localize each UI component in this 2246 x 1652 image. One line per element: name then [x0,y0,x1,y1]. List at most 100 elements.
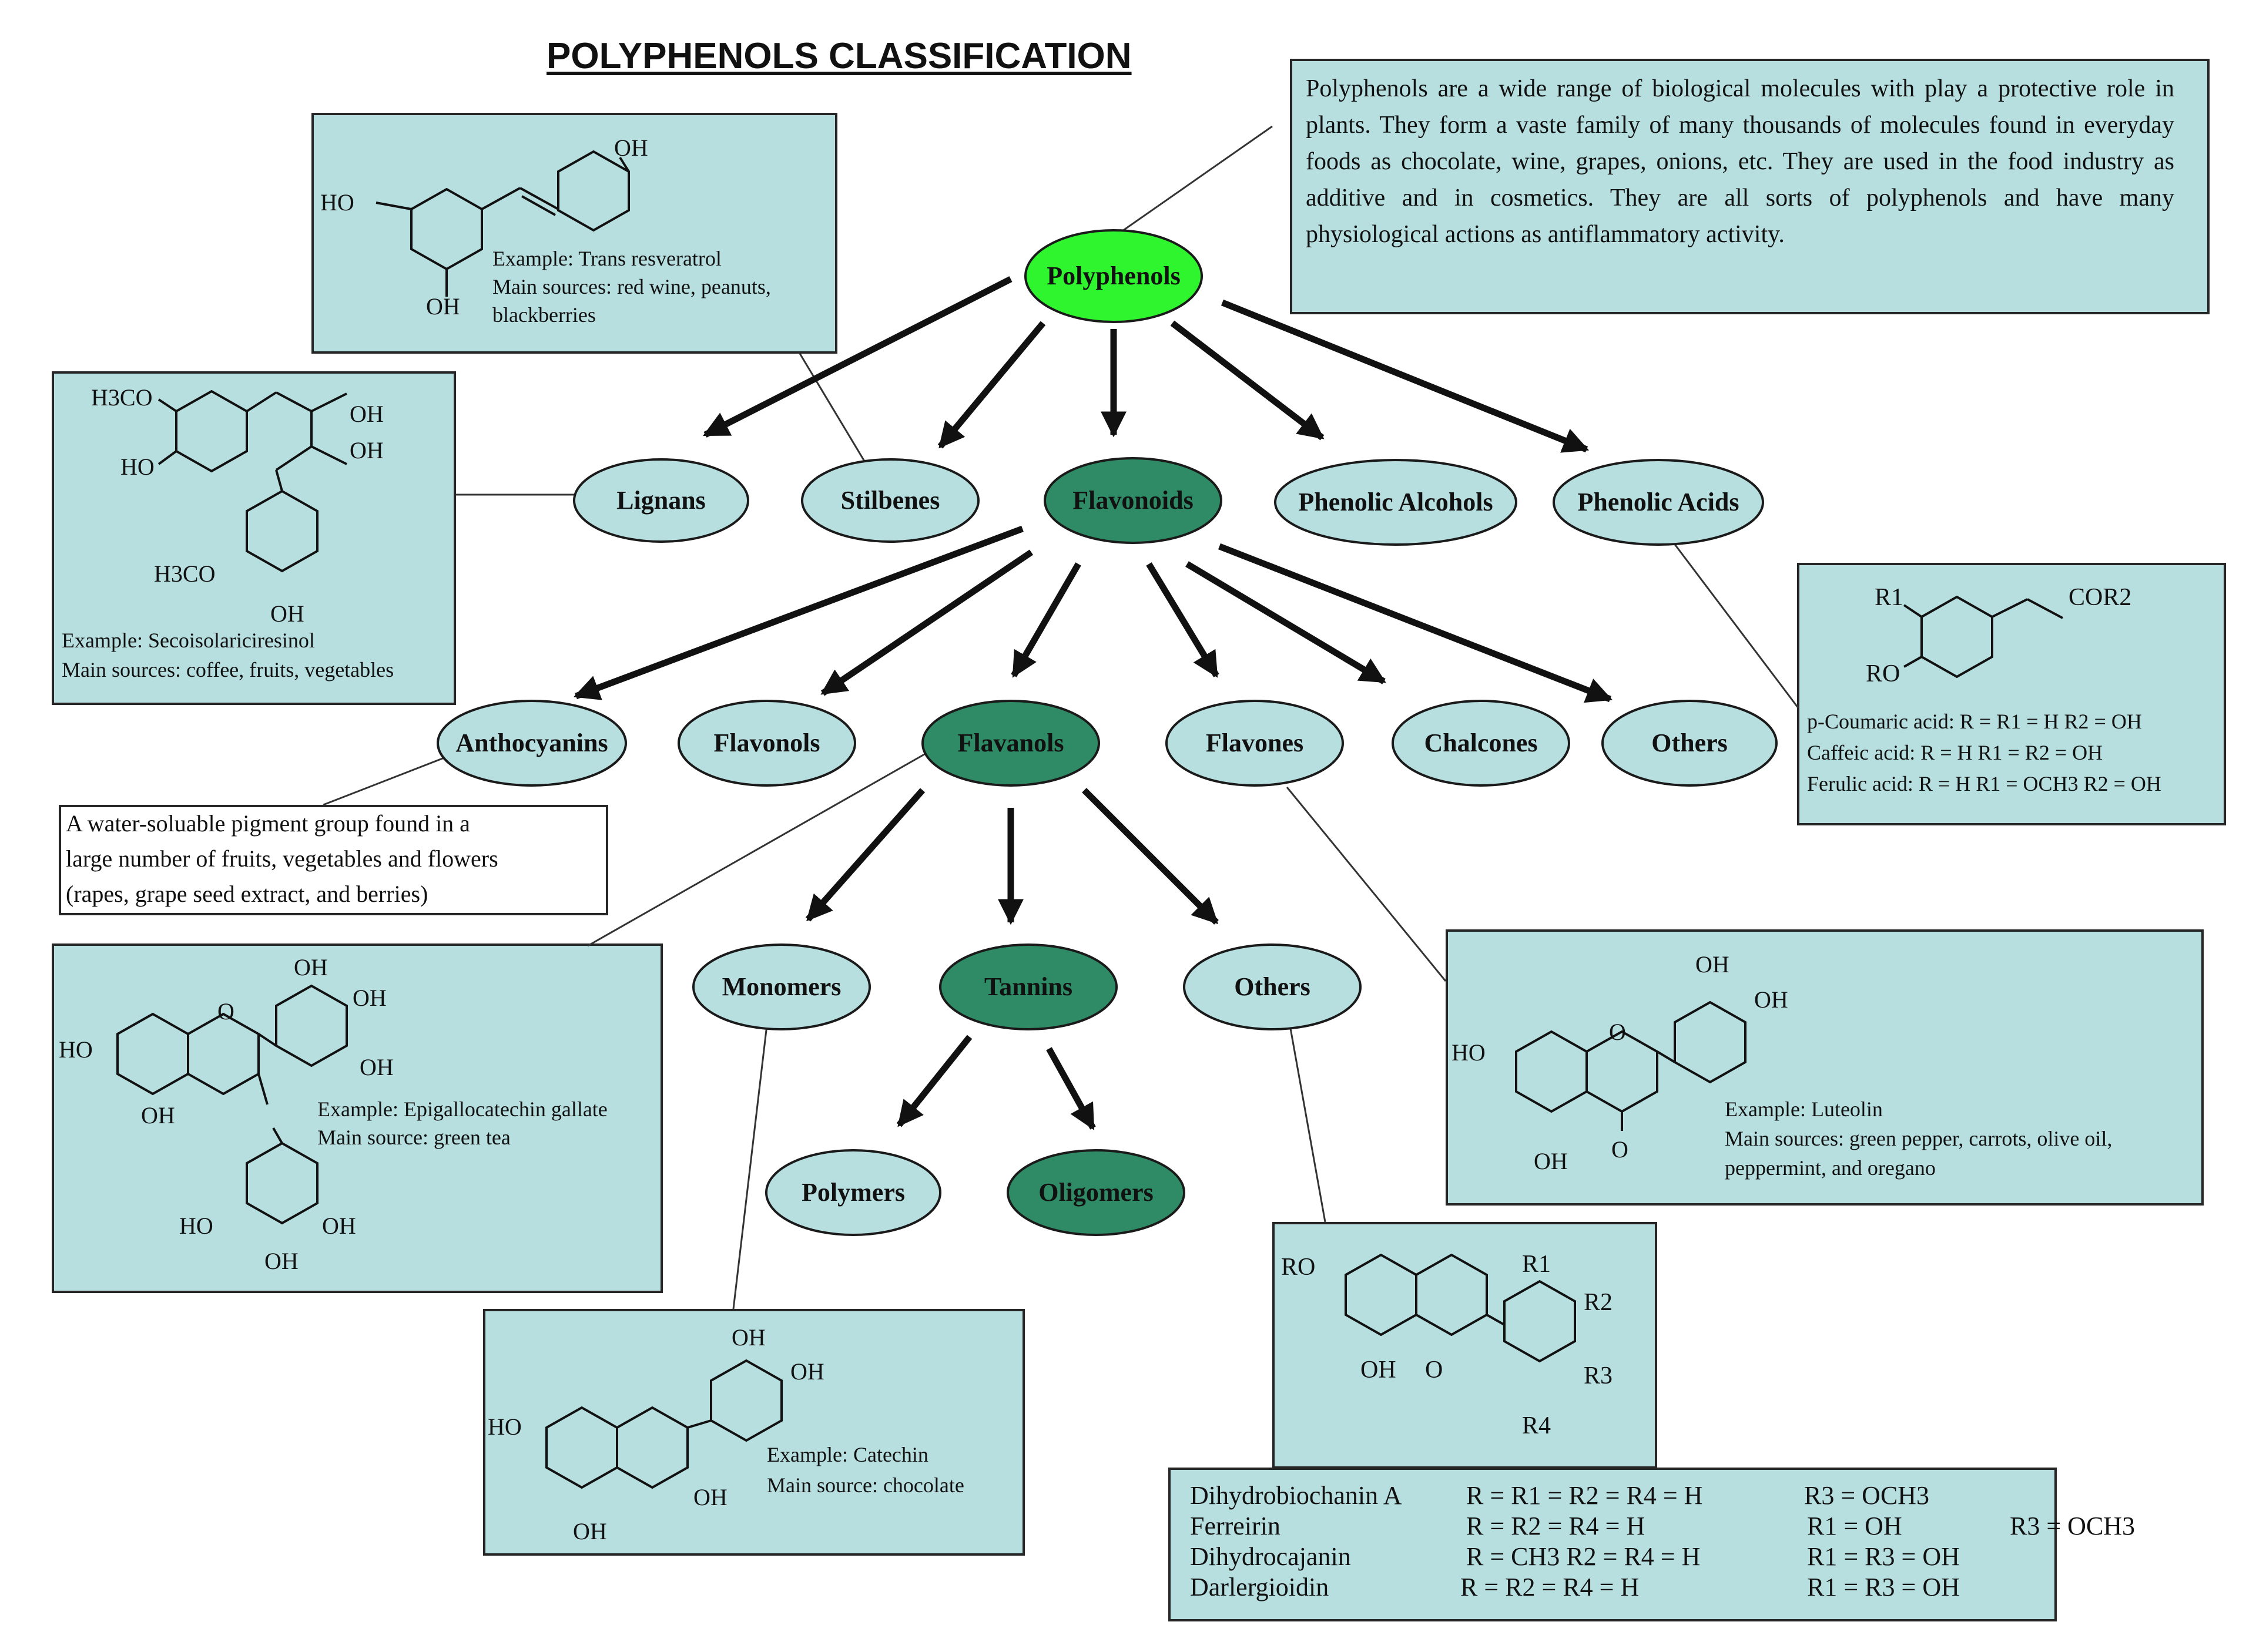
atom-ro: RO [1866,660,1900,687]
compound-r-values: R3 = OCH3 [1804,1481,1929,1510]
phenolic-acid-rows: p-Coumaric acid: R = R1 = H R2 = OH Caff… [1807,710,2161,795]
atom-ho: HO [120,454,155,480]
sources-label: Main sources: coffee, fruits, vegetables [62,658,394,681]
example-label: Example: Secoisolariciresinol [62,629,315,652]
atom-oh: OH [264,1248,299,1274]
atom-oh: OH [350,401,384,427]
isoflavone-atoms: RO OH O R1 R2 R3 R4 [1281,1251,1613,1439]
node-stilbenes[interactable] [801,458,980,543]
node-flavanols[interactable] [921,700,1100,787]
atom-oh: OH [270,600,304,627]
anthocyanin-note-box [59,805,608,915]
luteolin-example-box [1446,929,2204,1206]
atom-ro: RO [1281,1254,1315,1281]
compound-name: Dihydrocajanin [1190,1542,1351,1571]
node-labels: Polyphenols Lignans Stilbenes Flavonoids… [455,261,1739,1207]
node-chalcones[interactable] [1392,700,1570,787]
note-line: (rapes, grape seed extract, and berries) [66,881,428,907]
phenolic-acid-structure [1903,595,2063,679]
sources-label: Main source: chocolate [767,1473,964,1497]
label-polyphenols: Polyphenols [1047,261,1180,290]
acid-row: Ferulic acid: R = H R1 = OCH3 R2 = OH [1807,772,2161,795]
node-others-flavanols[interactable] [1183,943,1362,1030]
resveratrol-structure [376,150,630,297]
node-monomers[interactable] [692,943,871,1030]
label-flavanols: Flavanols [958,728,1064,757]
sources-label: Main source: green tea [317,1126,511,1149]
node-others-flavonoids[interactable] [1601,700,1778,787]
example-label: Example: Luteolin [1725,1097,1883,1121]
note-line: large number of fruits, vegetables and f… [66,845,498,872]
catechin-structure [545,1359,783,1489]
atom-oh: OH [1754,986,1788,1013]
atom-oh: OH [360,1054,394,1080]
atom-r2: R2 [1584,1289,1613,1316]
resveratrol-text: Example: Trans resveratrol Main sources:… [492,247,771,327]
description-text: Polyphenols are a wide range of biologic… [1306,75,2174,248]
atom-ho: HO [179,1213,213,1239]
acid-row: Caffeic acid: R = H R1 = R2 = OH [1807,741,2103,764]
atom-r4: R4 [1522,1412,1551,1439]
atom-ho: HO [59,1036,93,1063]
phenolic-acid-atoms: R1 COR2 RO [1866,584,2131,687]
atom-h3co: H3CO [154,560,215,587]
egcg-structure [116,984,348,1225]
sources-label: Main sources: red wine, peanuts, [492,275,771,298]
label-flavonols: Flavonols [714,728,820,757]
node-polymers[interactable] [765,1149,941,1236]
label-chalcones: Chalcones [1424,728,1537,757]
atom-oh: OH [322,1213,356,1239]
atom-oh: OH [1695,951,1729,978]
label-oligomers: Oligomers [1038,1178,1154,1207]
compound-r-values: R1 = R3 = OH [1807,1573,1960,1601]
resveratrol-atoms: OH HO OH [320,135,648,320]
sources-label: blackberries [492,303,596,327]
node-shapes [437,229,1778,1236]
node-lignans[interactable] [573,458,749,543]
atom-oh: OH [353,985,387,1011]
hierarchy-arrows [573,276,1613,1130]
page-title: POLYPHENOLS CLASSIFICATION [547,36,1132,76]
atom-ho: HO [1451,1039,1486,1066]
atom-oh: OH [732,1324,766,1351]
node-flavonols[interactable] [678,700,856,787]
lignan-structure [157,390,347,573]
egcg-example-box [52,943,663,1293]
node-oligomers[interactable] [1007,1149,1185,1236]
lignan-atoms: H3CO HO OH OH H3CO OH [91,384,384,627]
example-label: Example: Catechin [767,1443,928,1466]
node-flavones[interactable] [1165,700,1344,787]
atom-ho: HO [488,1413,522,1440]
atom-cor2: COR2 [2069,584,2131,611]
example-label: Example: Trans resveratrol [492,247,722,270]
atom-o: O [1611,1136,1628,1163]
atom-oh: OH [350,437,384,464]
node-phenolic-acids[interactable] [1553,459,1764,546]
label-tannins: Tannins [984,972,1072,1001]
atom-o: O [1425,1356,1443,1384]
node-phenolic-alcohols[interactable] [1274,459,1517,546]
atom-oh: OH [1360,1356,1396,1384]
node-anthocyanins[interactable] [437,700,627,787]
sources-label: Main sources: green pepper, carrots, oli… [1725,1127,2112,1150]
atom-o: O [217,998,234,1025]
catechin-text: Example: Catechin Main source: chocolate [767,1443,964,1497]
label-phenolic-acids: Phenolic Acids [1577,488,1739,516]
luteolin-atoms: OH OH HO O OH O [1451,951,1788,1174]
note-line: A water-soluable pigment group found in … [66,810,470,837]
catechin-atoms: OH OH HO OH OH [488,1324,824,1544]
compound-r-values: R = R1 = R2 = R4 = H [1466,1481,1702,1510]
node-flavonoids[interactable] [1044,457,1222,544]
compound-r-values: R1 = OH [1807,1512,1902,1540]
atom-ho: HO [320,189,354,216]
anthocyanin-note-text: A water-soluable pigment group found in … [66,810,498,907]
example-label: Example: Epigallocatechin gallate [317,1097,608,1121]
node-polyphenols[interactable] [1024,229,1203,323]
label-flavones: Flavones [1206,728,1303,757]
lignan-example-box [52,371,456,705]
atom-o: O [1609,1019,1626,1045]
node-tannins[interactable] [939,943,1118,1030]
sources-label: peppermint, and oregano [1725,1156,1936,1180]
